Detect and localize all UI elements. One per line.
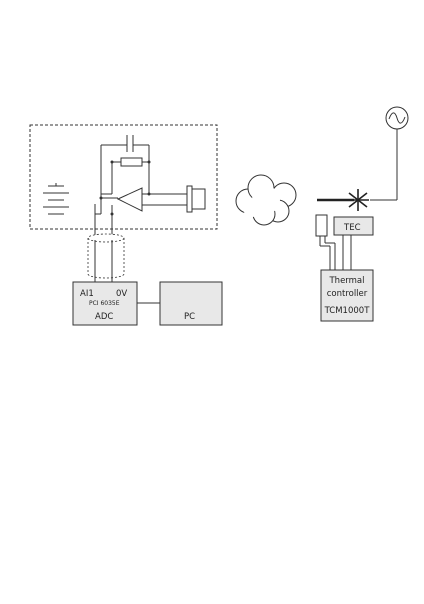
opamp-circuit xyxy=(94,135,188,240)
pc-box xyxy=(159,281,223,326)
controller-line3: TCM1000T xyxy=(324,306,371,316)
cloud-icon xyxy=(235,174,297,226)
battery-icon xyxy=(43,183,69,215)
sensor-enclosure xyxy=(29,124,218,230)
adc-card-label: PCI 6035E xyxy=(89,300,120,307)
thermistor-icon xyxy=(315,214,328,237)
cable-cylinder-icon xyxy=(87,233,125,282)
resistor-icon xyxy=(120,157,143,167)
controller-line1: Thermal xyxy=(328,276,364,286)
adc-0v-label: 0V xyxy=(116,289,127,299)
controller-wires xyxy=(319,235,352,270)
amplifier-icon xyxy=(116,187,143,212)
thermal-controller-box xyxy=(320,269,374,322)
pc-label: PC xyxy=(184,312,195,322)
tec-label: TEC xyxy=(343,223,361,233)
capacitor-icon xyxy=(126,135,134,152)
laser-star-icon xyxy=(347,189,369,211)
detector-head-icon xyxy=(186,185,206,213)
controller-line2: controller xyxy=(327,289,368,299)
ac-source-icon xyxy=(385,106,409,130)
adc-name-label: ADC xyxy=(95,312,113,322)
tec-box xyxy=(333,216,374,236)
adc-ai1-label: AI1 xyxy=(80,289,94,299)
